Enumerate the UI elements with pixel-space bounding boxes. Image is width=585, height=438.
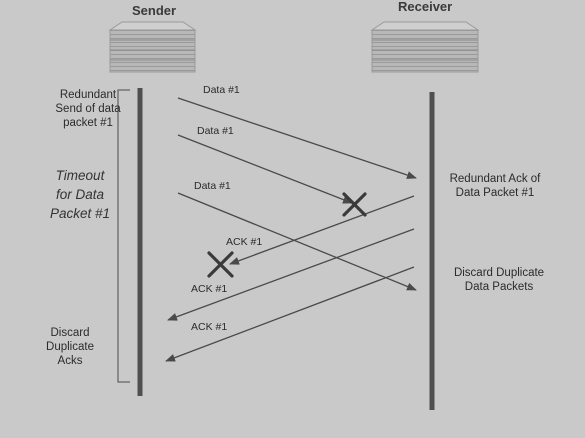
message-label: Data #1 — [194, 180, 231, 192]
message-ack-1-first — [229, 195, 415, 265]
timeout-bracket — [117, 89, 130, 383]
message-label: ACK #1 — [191, 321, 228, 333]
message-ack-1-third — [165, 266, 415, 362]
discard-acks-note: Discard Duplicate Acks — [46, 327, 94, 367]
redundant-send-note: Redundant Send of data packet #1 — [55, 89, 121, 129]
timeout-note: Timeout for Data Packet #1 — [49, 168, 111, 221]
receiver-label: Receiver — [398, 0, 453, 14]
message-data-1-second — [177, 134, 353, 204]
lost-ack-icon — [207, 251, 234, 278]
message-data-1-third — [177, 192, 417, 291]
message-label: Data #1 — [197, 125, 234, 137]
receiver-server-icon — [370, 21, 480, 73]
lost-data-packet-icon — [342, 192, 367, 217]
message-data-1-first — [177, 97, 417, 179]
message-label: Data #1 — [203, 84, 240, 96]
message-label: ACK #1 — [226, 236, 263, 248]
message-label: ACK #1 — [191, 283, 228, 295]
discard-packets-note: Discard Duplicate Data Packets — [453, 267, 545, 293]
sender-server-icon — [108, 21, 197, 73]
redundant-ack-note: Redundant Ack of Data Packet #1 — [449, 173, 541, 199]
sender-label: Sender — [132, 3, 177, 18]
message-ack-1-second — [167, 228, 415, 321]
